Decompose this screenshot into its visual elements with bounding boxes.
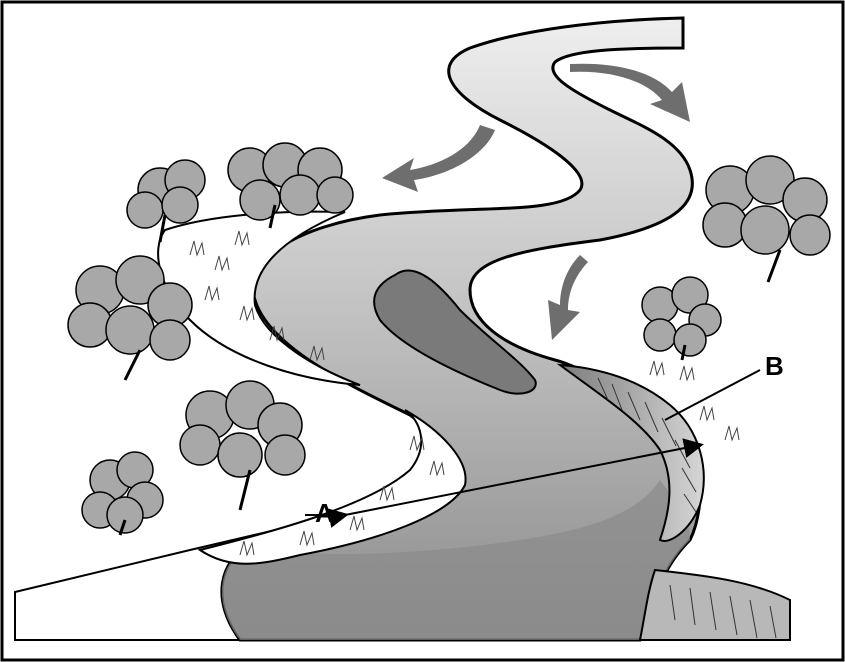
- flow-arrows: [382, 63, 690, 340]
- tree-icon: [126, 159, 206, 243]
- tree-icon: [641, 276, 722, 361]
- label-a: A: [315, 498, 334, 528]
- tree-icon: [227, 142, 354, 229]
- trees: [67, 142, 831, 536]
- flow-arrow-icon: [382, 125, 495, 192]
- width-line-a-b: [327, 438, 704, 528]
- b-leader-line: [664, 369, 761, 421]
- tree-icon: [179, 380, 306, 511]
- tree-icon: [67, 255, 193, 381]
- flow-arrow-icon: [548, 255, 588, 340]
- tree-icon: [81, 451, 164, 536]
- label-b: B: [765, 351, 784, 381]
- river-lower: [221, 480, 690, 640]
- cut-bank: [556, 363, 705, 542]
- flow-arrow-icon: [570, 63, 690, 122]
- tree-icon: [702, 155, 831, 283]
- lower-right-bank: [638, 568, 791, 641]
- sandbar: [373, 269, 537, 395]
